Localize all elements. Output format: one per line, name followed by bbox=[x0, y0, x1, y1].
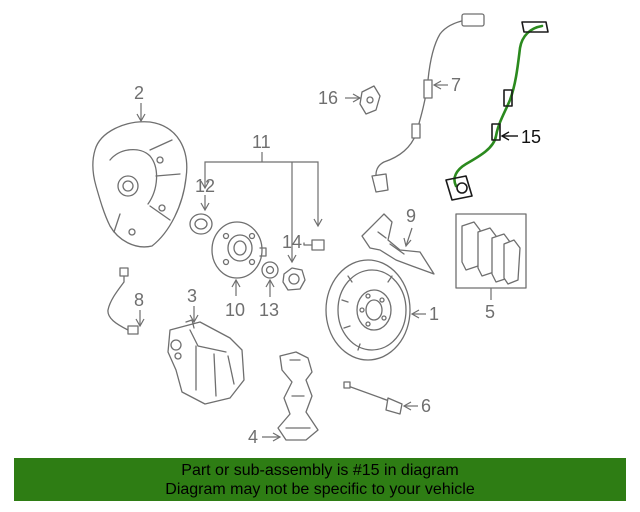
callout-11: 11 bbox=[252, 132, 271, 152]
sensor-bracket[interactable] bbox=[359, 85, 381, 115]
callout-1: 1 bbox=[429, 304, 439, 324]
banner-line-2: Diagram may not be specific to your vehi… bbox=[165, 481, 475, 498]
callout-3: 3 bbox=[187, 286, 197, 306]
callout-7: 7 bbox=[451, 75, 461, 95]
wheel-bearing-seal[interactable] bbox=[189, 213, 213, 235]
callout-13: 13 bbox=[259, 300, 279, 320]
caliper-bracket[interactable] bbox=[277, 351, 319, 441]
pad-wear-sensor[interactable] bbox=[343, 381, 403, 415]
wheel-hub[interactable] bbox=[211, 221, 267, 279]
callout-5: 5 bbox=[485, 302, 495, 322]
callout-8: 8 bbox=[134, 290, 144, 310]
callout-16: 16 bbox=[318, 88, 338, 108]
callout-15: 15 bbox=[521, 127, 541, 147]
callout-2: 2 bbox=[134, 83, 144, 103]
callout-10: 10 bbox=[225, 300, 245, 320]
abs-sensor-highlighted[interactable] bbox=[445, 21, 549, 201]
brake-hose[interactable] bbox=[107, 267, 139, 335]
callout-14: 14 bbox=[282, 232, 302, 252]
splash-shield[interactable] bbox=[92, 121, 188, 248]
brake-pads[interactable] bbox=[455, 213, 527, 289]
callout-12: 12 bbox=[195, 176, 215, 196]
brake-rotor[interactable] bbox=[325, 259, 411, 361]
abs-sensor-rear[interactable] bbox=[371, 13, 485, 193]
brake-shield[interactable] bbox=[361, 213, 435, 275]
callout-9: 9 bbox=[406, 206, 416, 226]
callout-6: 6 bbox=[421, 396, 431, 416]
callout-4: 4 bbox=[248, 427, 258, 447]
brake-caliper[interactable] bbox=[167, 319, 245, 405]
axle-nut-washer[interactable] bbox=[261, 261, 279, 279]
banner-line-1: Part or sub-assembly is #15 in diagram bbox=[181, 462, 459, 479]
hub-bolt[interactable] bbox=[303, 239, 325, 251]
hub-nut[interactable] bbox=[282, 267, 306, 291]
diagram-notice-banner: Part or sub-assembly is #15 in diagram D… bbox=[14, 458, 626, 501]
